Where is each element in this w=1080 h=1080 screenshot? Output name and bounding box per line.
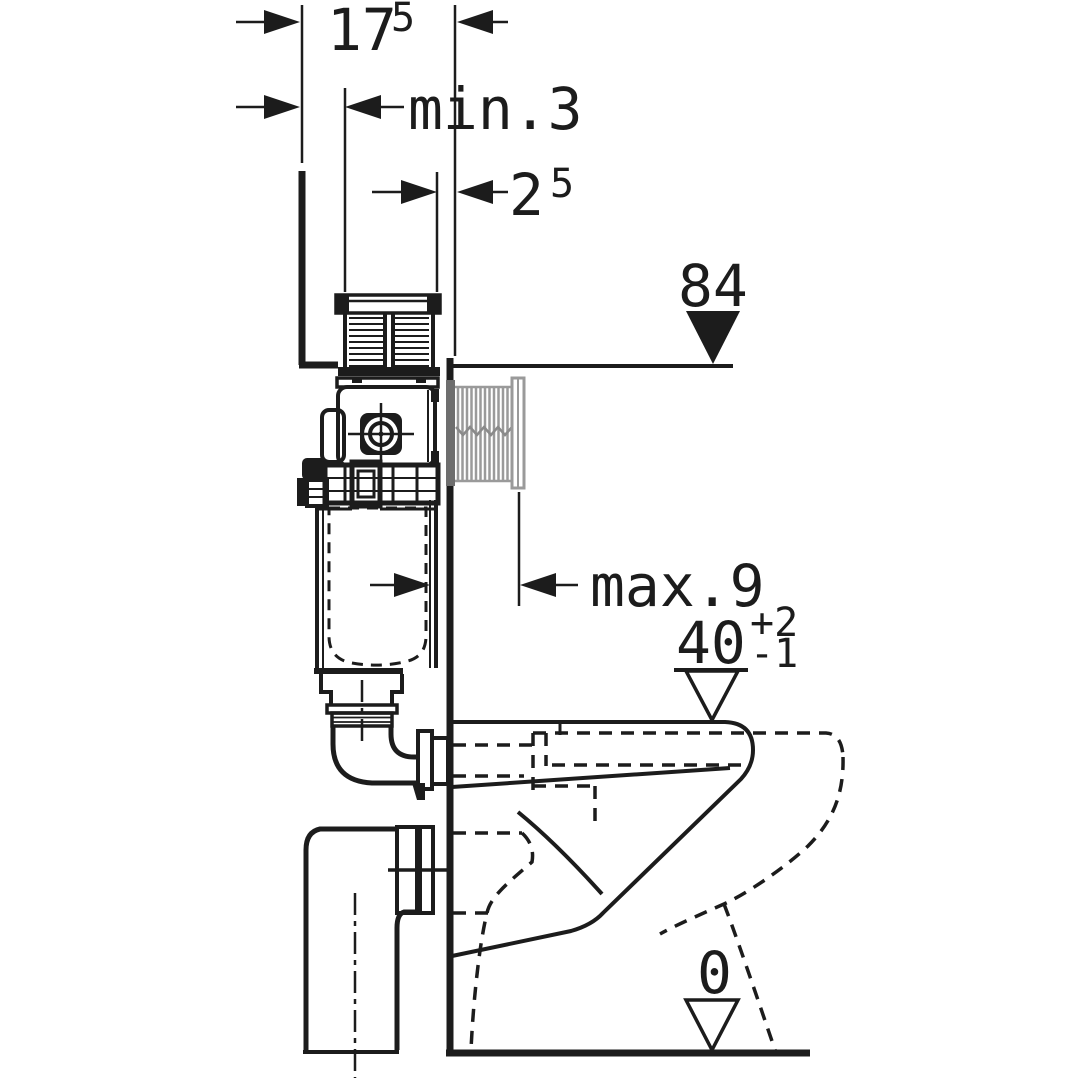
bend-flange — [416, 729, 434, 791]
dimension-label-2: 2 — [509, 161, 544, 229]
tolerance-minus: -1 — [750, 631, 798, 677]
pedestal-rear-dashed — [722, 903, 777, 1051]
cistern-tank — [314, 500, 438, 674]
level-marker-cistern-top: 84 — [453, 252, 748, 368]
drain-hidden-dashed — [453, 831, 522, 915]
level-marker-floor: 0 — [683, 939, 741, 1054]
supply-pipe-joints — [343, 465, 419, 503]
protection-shaft — [334, 293, 442, 376]
shaft-ribs — [349, 317, 429, 367]
stop-valve-stem — [297, 478, 308, 506]
pan-outline-solid — [451, 720, 756, 958]
unit-top-tab — [352, 378, 362, 383]
shaft-base — [338, 367, 440, 376]
unit-clip — [431, 451, 439, 465]
level-label-84: 84 — [678, 252, 748, 320]
stop-valve-nut-lines — [307, 488, 327, 498]
flush-valve-unit — [320, 376, 440, 467]
filled-triangle-icon — [686, 311, 740, 364]
supply-fitting-inner — [356, 469, 376, 499]
bellows-flange-left — [446, 380, 455, 486]
pan-hidden-top — [533, 731, 845, 758]
tank-outlet-neck — [319, 674, 404, 705]
dimension-max-finish: max.9 — [370, 552, 765, 620]
unit-side-bracket — [320, 408, 346, 464]
unit-clip — [431, 389, 439, 402]
unit-top-tab — [416, 378, 426, 383]
shaft-walls — [343, 313, 435, 371]
dimension-min-clearance: min.3 — [236, 75, 583, 143]
arrowhead-right-icon — [264, 95, 300, 119]
pedestal-front-dashed — [469, 831, 535, 1051]
dimension-superscript-5: 5 — [391, 0, 415, 41]
arrowhead-right-icon — [264, 10, 300, 34]
fill-valve-crosshair-icon — [348, 403, 414, 464]
back-wall — [298, 171, 338, 369]
dimension-label-max9: max.9 — [590, 552, 765, 620]
level-label-40: 40 — [676, 609, 746, 677]
dimension-duct-depth: 17 5 — [236, 0, 508, 64]
flange-gasket — [412, 783, 425, 800]
drain-outer — [303, 826, 397, 1050]
tolerance-plus: +2 — [750, 600, 798, 646]
dimension-superscript-5: 5 — [550, 161, 574, 207]
shaft-cap — [334, 293, 442, 315]
level-label-0: 0 — [697, 939, 732, 1007]
supply-pipe-assembly — [297, 458, 441, 509]
wall-stub — [430, 736, 450, 786]
dimension-label-17: 17 — [327, 0, 397, 64]
pan-trap-curve — [516, 810, 604, 896]
pan-rim-back-line — [451, 766, 731, 789]
arrowhead-left-icon — [457, 180, 493, 204]
tank-interior-dashed — [327, 506, 428, 667]
flush-channel-dashed — [453, 743, 533, 778]
arrowhead-right-icon — [394, 573, 430, 597]
shaft-cap-end — [427, 295, 440, 313]
level-marker-pan-top: 40 +2 -1 — [674, 600, 798, 724]
pan-flush-channel — [531, 733, 597, 823]
arrowhead-left-icon — [457, 10, 493, 34]
supply-fitting — [349, 459, 383, 509]
dimension-label-min3: min.3 — [408, 75, 583, 143]
drain-inner — [394, 909, 419, 1050]
arrowhead-left-icon — [520, 573, 556, 597]
bellows-seam — [455, 425, 513, 437]
pan-hidden-rear-bulge — [659, 756, 845, 936]
flush-bend — [319, 674, 533, 800]
open-triangle-icon — [683, 669, 741, 724]
dimension-front-cover: 2 5 — [372, 161, 574, 229]
bellows-sleeve — [446, 376, 526, 490]
bend-inner — [388, 726, 419, 760]
wc-pan — [451, 720, 845, 1051]
shaft-cap-end — [336, 295, 349, 313]
arrowhead-left-icon — [345, 95, 381, 119]
arrowhead-right-icon — [401, 180, 437, 204]
stop-valve-body — [302, 458, 327, 480]
open-triangle-icon — [683, 998, 741, 1054]
drain-bend — [303, 825, 522, 1078]
bend-outer — [330, 726, 419, 786]
